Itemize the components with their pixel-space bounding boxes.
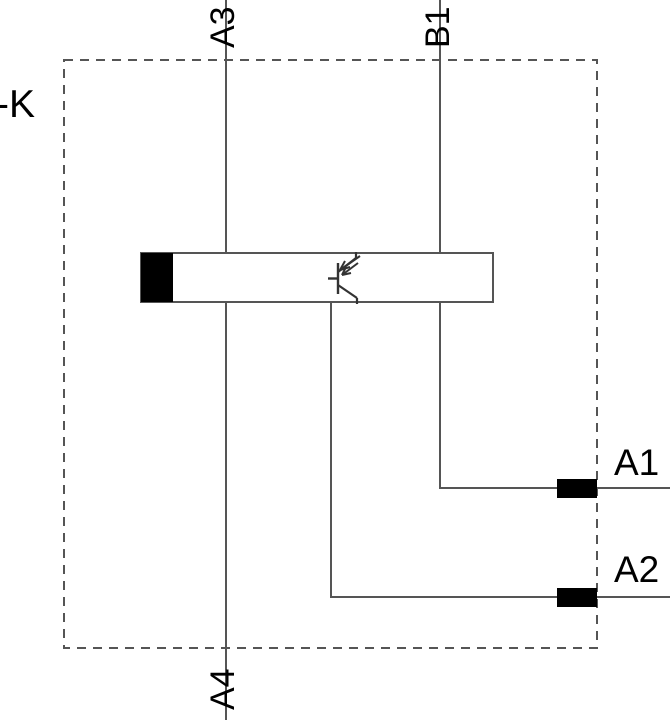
- terminal-block-a2: [557, 588, 597, 607]
- terminal-label-a1: A1: [614, 442, 660, 483]
- terminal-label-b1: B1: [419, 6, 457, 48]
- terminal-block-left: [141, 253, 173, 302]
- terminal-block-a1: [557, 479, 597, 498]
- device-label-k: -K: [0, 83, 35, 126]
- terminal-label-a3: A3: [204, 6, 242, 48]
- terminal-label-a4: A4: [204, 668, 242, 710]
- phototransistor-emitter-lead: [337, 284, 358, 299]
- component-body: [140, 252, 494, 303]
- terminal-label-a2: A2: [614, 549, 660, 590]
- phototransistor-light-arrows: [339, 255, 361, 276]
